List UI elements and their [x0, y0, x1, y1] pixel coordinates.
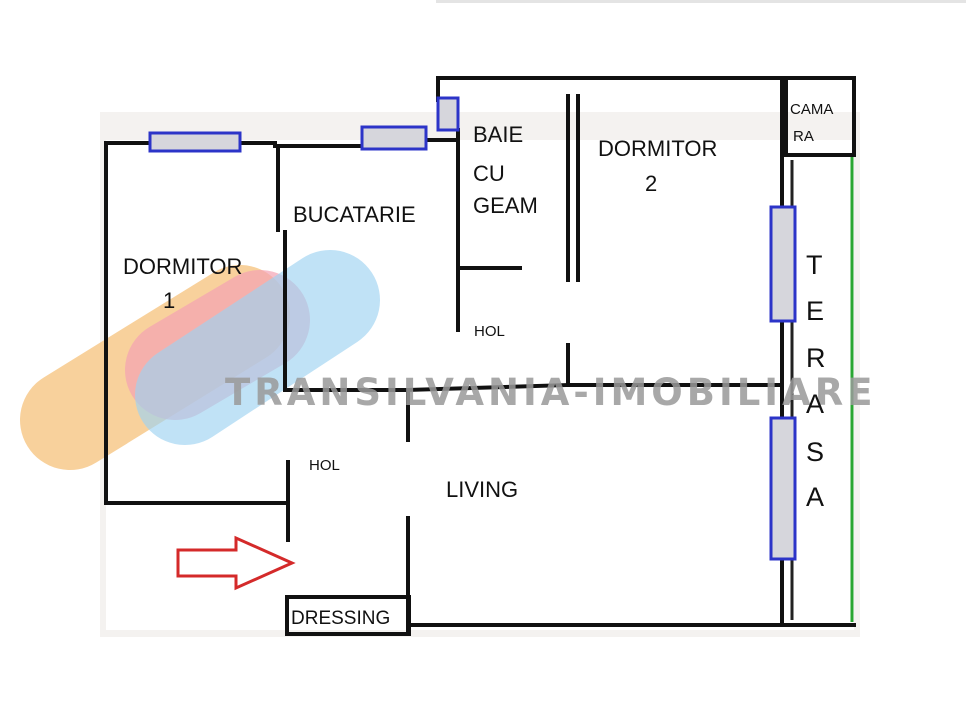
- terasa-letter: S: [806, 437, 824, 467]
- label-dressing: DRESSING: [291, 608, 390, 629]
- window-living: [769, 416, 797, 561]
- terasa-letter: A: [806, 482, 824, 512]
- label-hol-upper: HOL: [474, 323, 505, 340]
- watermark-text: TRANSILVANIA-IMOBILIARE: [225, 371, 876, 414]
- window-bucatarie: [360, 125, 428, 151]
- windows: [148, 96, 797, 561]
- label-dormitor1-line1: DORMITOR: [123, 254, 242, 279]
- walls: [104, 76, 856, 636]
- entrance-arrow-icon: [176, 535, 296, 591]
- terasa-letter: R: [806, 343, 826, 373]
- terasa-letter: E: [806, 296, 824, 326]
- label-baie-line2: CU: [473, 161, 505, 186]
- label-dormitor2-line2: 2: [645, 171, 657, 196]
- label-hol-lower: HOL: [309, 457, 340, 474]
- label-living: LIVING: [446, 477, 518, 502]
- label-bucatarie: BUCATARIE: [293, 202, 416, 227]
- top-strip: [436, 0, 966, 3]
- label-terasa: T E R A S A: [806, 250, 826, 512]
- window-baie: [436, 96, 460, 132]
- terasa-letter: T: [806, 250, 823, 280]
- terasa-letter: A: [806, 389, 824, 419]
- window-dormitor2: [769, 205, 797, 323]
- label-baie-line1: BAIE: [473, 122, 523, 147]
- label-baie-line3: GEAM: [473, 193, 538, 218]
- agency-logo-icon: [20, 250, 380, 470]
- window-dormitor1: [148, 131, 242, 153]
- label-camara-line2: RA: [793, 128, 814, 145]
- label-dormitor1-line2: 1: [163, 288, 175, 313]
- label-dormitor2-line1: DORMITOR: [598, 136, 717, 161]
- label-camara-line1: CAMA: [790, 101, 833, 118]
